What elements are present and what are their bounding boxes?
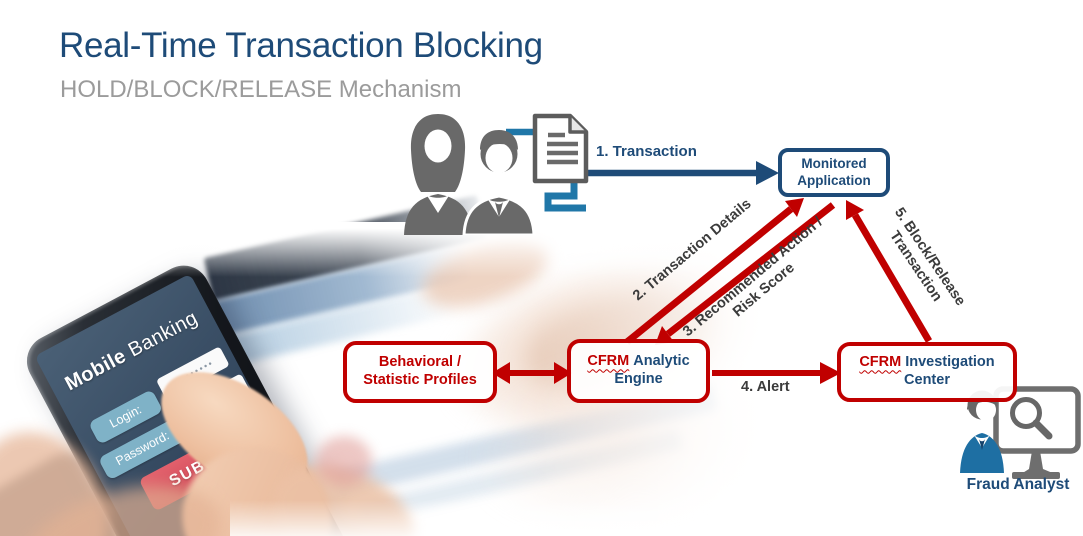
customers-icon (404, 113, 589, 235)
arrow-5-block-release (846, 200, 933, 343)
node-monitored-application-line2: Application (797, 172, 871, 188)
node-monitored-application-line1: Monitored (801, 156, 867, 172)
node-analytic-engine-line2: Engine (614, 371, 663, 387)
arrow-2-transaction-details (624, 198, 804, 345)
photo-fade (230, 500, 790, 536)
fraud-analyst-label: Fraud Analyst (966, 476, 1070, 493)
woman-icon (404, 114, 472, 235)
node-behavioral-profiles-line1: Behavioral / (378, 354, 462, 371)
node-investigation-center-line1-rest: Investigation (905, 354, 995, 371)
arrow-1-transaction (583, 161, 779, 185)
document-icon (532, 113, 589, 184)
arrow-profiles-sync (492, 362, 572, 384)
fraud-analyst-icon (960, 386, 1081, 479)
flow-label-transaction: 1. Transaction (596, 143, 697, 160)
node-behavioral-profiles: Behavioral / Statistic Profiles (343, 341, 497, 403)
node-analytic-engine-line1-rest: Analytic (633, 353, 690, 370)
node-monitored-application: Monitored Application (778, 148, 890, 197)
magnifier-icon (1010, 397, 1053, 440)
photo-finger (316, 436, 372, 486)
page-subtitle: HOLD/BLOCK/RELEASE Mechanism (60, 76, 462, 103)
node-behavioral-profiles-line2: Statistic Profiles (363, 372, 477, 388)
photo-fade (0, 222, 800, 277)
cfrm-brand: CFRM (587, 353, 630, 370)
document-connector (506, 128, 586, 212)
flow-label-alert: 4. Alert (741, 379, 790, 395)
cfrm-brand: CFRM (859, 354, 902, 371)
arrow-4-alert (712, 362, 841, 384)
node-investigation-center-line2: Center (904, 372, 950, 388)
man-icon (462, 130, 536, 235)
page-title: Real-Time Transaction Blocking (59, 26, 543, 65)
